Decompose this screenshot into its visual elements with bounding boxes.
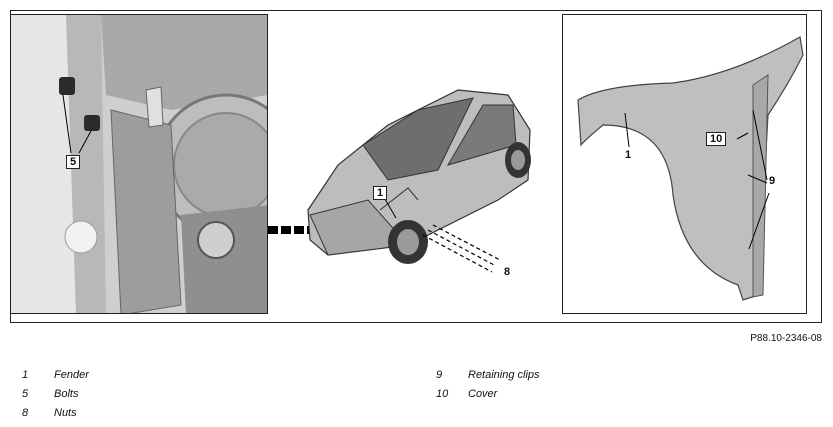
vehicle-overview: 1 8 xyxy=(268,70,562,300)
fender-detail-view: 1 10 9 xyxy=(562,14,807,314)
legend-right: 9 Retaining clips 10 Cover xyxy=(436,369,540,407)
legend-number: 1 xyxy=(22,369,29,381)
fender-illustration xyxy=(577,36,804,301)
legend-label: Nuts xyxy=(54,407,77,419)
legend-number: 5 xyxy=(22,388,29,400)
legend-item: 10 Cover xyxy=(436,388,540,407)
callout-fender-part: 1 xyxy=(625,149,632,161)
legend-number: 10 xyxy=(436,388,449,400)
legend-label: Fender xyxy=(54,369,89,381)
legend-item: 9 Retaining clips xyxy=(436,369,540,388)
legend-number: 8 xyxy=(22,407,29,419)
legend-item: 5 Bolts xyxy=(22,388,89,407)
callout-cover: 10 xyxy=(706,132,727,146)
engine-bay-illustration xyxy=(11,15,267,313)
legend-left: 1 Fender 5 Bolts 8 Nuts xyxy=(22,369,89,426)
engine-bay-detail-view: 5 xyxy=(10,14,268,314)
car-illustration xyxy=(307,89,531,273)
callout-nuts: 8 xyxy=(504,266,511,278)
legend-item: 1 Fender xyxy=(22,369,89,388)
legend-label: Retaining clips xyxy=(468,369,540,381)
figure-code: P88.10-2346-08 xyxy=(750,333,822,344)
callout-bolts: 5 xyxy=(66,155,81,169)
callout-fender-on-car: 1 xyxy=(373,186,388,200)
legend-label: Cover xyxy=(468,388,498,400)
legend-item: 8 Nuts xyxy=(22,407,89,426)
callout-retaining-clips: 9 xyxy=(769,175,776,187)
legend-label: Bolts xyxy=(54,388,79,400)
legend-number: 9 xyxy=(436,369,443,381)
